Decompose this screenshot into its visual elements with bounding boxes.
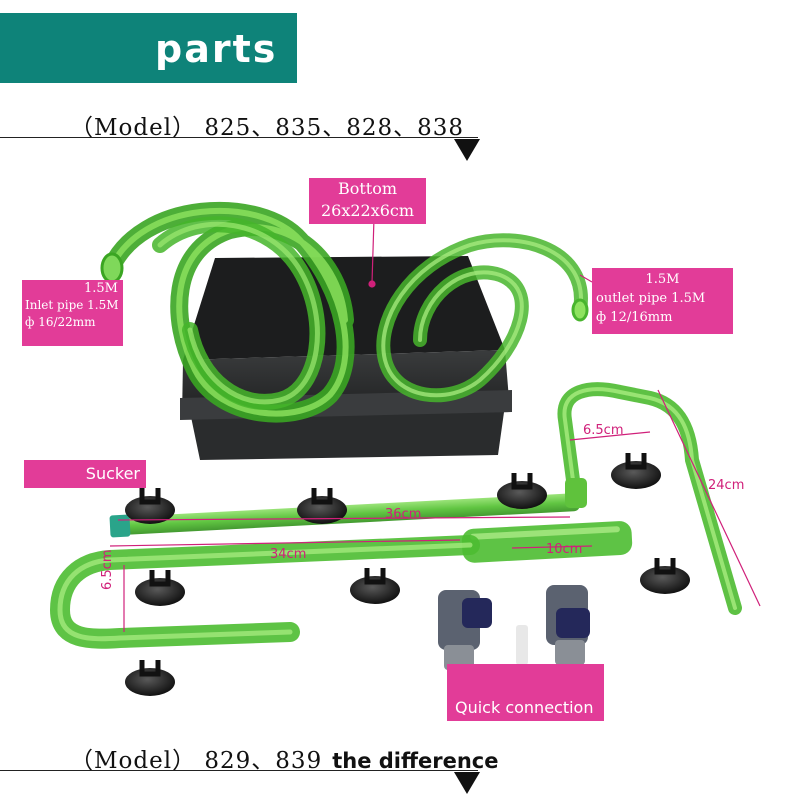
model-list-bottom: （Model） 829、839 the difference <box>70 741 498 775</box>
bottom-tray-name: Bottom <box>337 179 398 198</box>
divider-line-top <box>0 137 478 138</box>
inlet-pipe-label: 1.5M Inlet pipe 1.5M ф 16/22mm <box>22 280 123 346</box>
model-list-top: （Model） 825、835、828、838 <box>70 115 464 141</box>
sucker-label: Sucker <box>24 460 146 488</box>
difference-label: the difference <box>332 749 499 773</box>
outlet-pipe-length: 1.5M <box>645 272 680 287</box>
bottom-tray-size: 26x22x6cm <box>320 201 415 220</box>
divider-line-bottom <box>0 770 478 771</box>
outlet-pipe-diameter: ф 12/16mm <box>596 310 673 325</box>
spray-nozzle <box>461 521 633 563</box>
sucker-set <box>125 453 690 696</box>
inlet-pipe-name: Inlet pipe 1.5M <box>25 298 119 312</box>
dimension-lines <box>109 217 761 632</box>
quick-connection-label: Quick connection <box>447 664 604 721</box>
bottom-tray-label: Bottom 26x22x6cm <box>309 178 426 224</box>
header-banner: parts <box>0 13 297 83</box>
outlet-pipe-label: 1.5M outlet pipe 1.5M ф 12/16mm <box>592 268 733 334</box>
down-arrow-icon-bottom <box>454 772 480 794</box>
inlet-pipe-diameter: ф 16/22mm <box>25 315 96 329</box>
pipe-34-dimension: 34cm <box>270 547 307 562</box>
outlet-hose <box>376 233 589 403</box>
down-arrow-icon <box>454 139 480 161</box>
inlet-j-tube <box>49 535 480 649</box>
outlet-pipe-name: outlet pipe 1.5M <box>596 291 706 306</box>
u-height-dimension: 24cm <box>708 478 745 493</box>
inlet-pipe-length: 1.5M <box>84 281 118 296</box>
outlet-u-tube <box>557 382 742 615</box>
nozzle-dimension: 10cm <box>546 542 583 557</box>
u-width-dimension: 6.5cm <box>583 423 624 438</box>
j-width-dimension: 6.5cm <box>100 549 115 591</box>
pipe-36-dimension: 36cm <box>385 507 422 522</box>
page-title: parts <box>155 27 278 71</box>
model-list-bottom-text: （Model） 829、839 <box>70 748 323 774</box>
quick-connection-valves <box>438 585 590 670</box>
